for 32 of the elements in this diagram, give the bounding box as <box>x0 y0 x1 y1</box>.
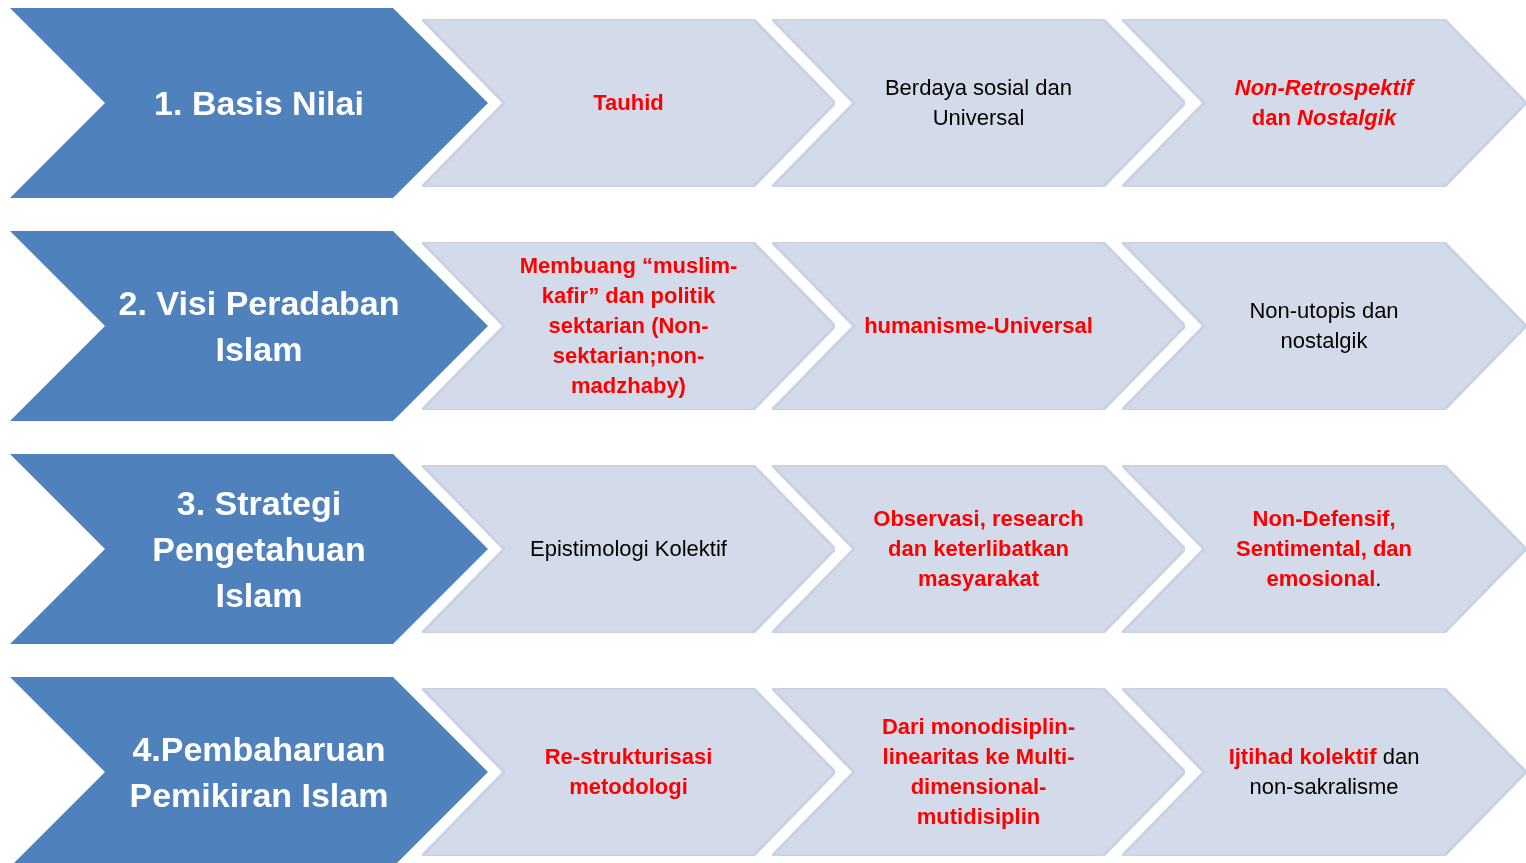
content-panel <box>772 465 1185 633</box>
heading-banner <box>10 8 488 198</box>
step-text: Ijtihad kolektif dan non-sakralisme <box>1227 743 1421 801</box>
content-panel <box>422 242 835 410</box>
step-text: Non-Defensif, Sentimental, dan emosional. <box>1234 505 1413 593</box>
step-text: humanisme-Universal <box>864 312 1093 340</box>
step-text: Membuang “muslim-kafir” dan politik sektarian (Non-sektarian;non-madzhaby) <box>518 252 739 400</box>
step-text: Non-Retrospektif dan Nostalgik <box>1233 74 1416 132</box>
content-panel <box>772 242 1185 410</box>
step-title: 2. Visi Peradaban Islam <box>117 283 401 370</box>
content-panel <box>422 688 835 856</box>
content-panel <box>422 19 835 187</box>
step-text: Observasi, research dan keterlibatkan masyarakat <box>872 505 1085 593</box>
heading-banner <box>10 454 488 644</box>
content-panel <box>1122 242 1526 410</box>
content-panel <box>772 19 1185 187</box>
step-text: Re-strukturisasi metodologi <box>543 743 714 801</box>
content-panel <box>422 465 835 633</box>
step-text: Epistimologi Kolektif <box>529 535 728 563</box>
step-title: 4.Pembaharuan Pemikiran Islam <box>128 729 390 816</box>
content-panel <box>1122 465 1526 633</box>
content-panel <box>1122 19 1526 187</box>
content-panel <box>1122 688 1526 856</box>
step-title: 1. Basis Nilai <box>153 83 365 124</box>
step-text: Dari monodisiplin-linearitas ke Multi-dimensional-mutidisiplin <box>880 713 1077 831</box>
step-title: 3. Strategi Pengetahuan Islam <box>151 483 367 616</box>
step-text: Berdaya sosial dan Universal <box>883 74 1074 132</box>
step-text: Non-utopis dan nostalgik <box>1248 297 1400 355</box>
heading-banner <box>10 677 488 863</box>
heading-banner <box>10 231 488 421</box>
step-text: Tauhid <box>592 89 665 117</box>
content-panel <box>772 688 1185 856</box>
